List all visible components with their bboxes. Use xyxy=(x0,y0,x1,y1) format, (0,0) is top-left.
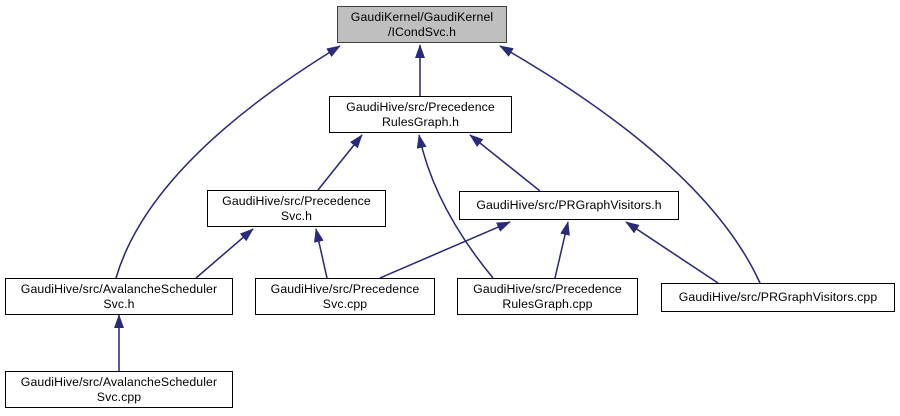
graph-node-precedencesvc_h[interactable]: GaudiHive/src/Precedence Svc.h xyxy=(207,190,386,227)
graph-node-precedencerulesgraph_h[interactable]: GaudiHive/src/Precedence RulesGraph.h xyxy=(329,96,512,133)
graph-node-label: GaudiHive/src/Precedence RulesGraph.h xyxy=(346,99,495,129)
graph-node-precedencerulesgraph_cpp[interactable]: GaudiHive/src/Precedence RulesGraph.cpp xyxy=(457,278,638,315)
graph-node-label: GaudiHive/src/PRGraphVisitors.cpp xyxy=(678,290,878,304)
graph-node-prgraphvisitors_h[interactable]: GaudiHive/src/PRGraphVisitors.h xyxy=(459,191,679,220)
graph-edge-prgraphvisitors_cpp-to-icondsvc xyxy=(499,45,761,284)
graph-edge-prgraphvisitors_cpp-to-prgraphvisitors_h xyxy=(625,221,719,284)
graph-node-icondsvc[interactable]: GaudiKernel/GaudiKernel /ICondSvc.h xyxy=(337,6,507,43)
graph-node-label: GaudiKernel/GaudiKernel /ICondSvc.h xyxy=(350,9,494,39)
graph-node-prgraphvisitors_cpp[interactable]: GaudiHive/src/PRGraphVisitors.cpp xyxy=(661,283,895,312)
graph-edge-precedencesvc_cpp-to-precedencesvc_h xyxy=(314,228,328,279)
graph-edge-prgraphvisitors_h-to-precedencerulesgraph_h xyxy=(469,134,541,192)
graph-node-avalancheschedulersvc_cpp[interactable]: GaudiHive/src/AvalancheScheduler Svc.cpp xyxy=(5,371,233,408)
graph-edge-avalancheschedulersvc_h-to-icondsvc xyxy=(115,45,341,279)
graph-edge-precedencesvc_cpp-to-prgraphvisitors_h xyxy=(379,221,511,279)
graph-node-label: GaudiHive/src/AvalancheScheduler Svc.cpp xyxy=(20,374,218,404)
graph-edge-precedencesvc_h-to-precedencerulesgraph_h xyxy=(317,134,363,191)
graph-node-precedencesvc_cpp[interactable]: GaudiHive/src/Precedence Svc.cpp xyxy=(255,278,435,315)
graph-node-label: GaudiHive/src/Precedence RulesGraph.cpp xyxy=(473,281,622,311)
graph-node-avalancheschedulersvc_h[interactable]: GaudiHive/src/AvalancheScheduler Svc.h xyxy=(5,278,233,315)
graph-edge-avalancheschedulersvc_h-to-precedencesvc_h xyxy=(195,228,254,279)
graph-node-label: GaudiHive/src/Precedence Svc.h xyxy=(222,193,371,223)
graph-edge-precedencerulesgraph_cpp-to-prgraphvisitors_h xyxy=(554,221,570,279)
graph-node-label: GaudiHive/src/Precedence Svc.cpp xyxy=(270,281,420,311)
graph-node-label: GaudiHive/src/PRGraphVisitors.h xyxy=(476,198,662,212)
graph-node-label: GaudiHive/src/AvalancheScheduler Svc.h xyxy=(20,281,218,311)
